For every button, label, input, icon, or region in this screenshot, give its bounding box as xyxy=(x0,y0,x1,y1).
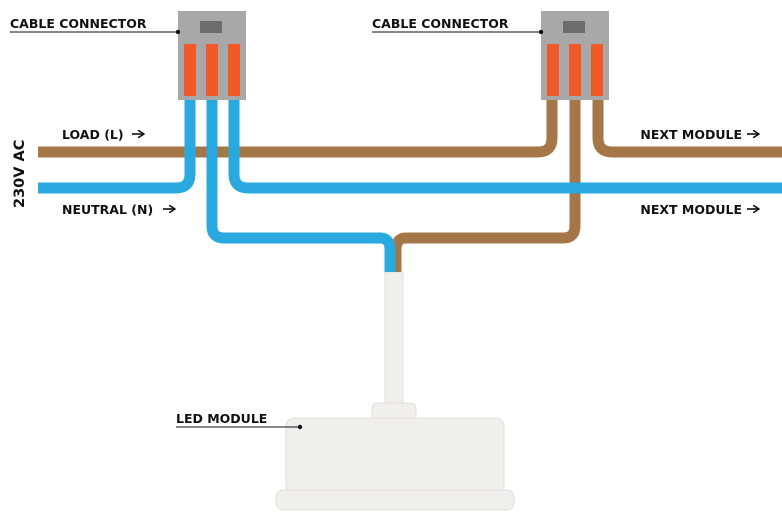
callout-dot xyxy=(297,424,303,430)
connector-lever xyxy=(591,44,603,96)
cable-connector-left xyxy=(178,11,246,100)
label-next-module-top: NEXT MODULE xyxy=(640,127,742,142)
led-module-body xyxy=(285,417,505,495)
connector-lever xyxy=(547,44,559,96)
live-drop-wire xyxy=(390,96,581,272)
label-next-module-bottom: NEXT MODULE xyxy=(640,202,742,217)
label-connector-right: CABLE CONNECTOR xyxy=(372,16,509,31)
load-wire xyxy=(38,96,558,158)
callout-dot xyxy=(538,29,544,35)
label-led-module: LED MODULE xyxy=(176,411,267,426)
connector-lever xyxy=(206,44,218,96)
label-load: LOAD (L) xyxy=(62,127,124,142)
callout-dot xyxy=(175,29,181,35)
neutral-wire xyxy=(38,96,196,194)
led-module-base xyxy=(275,489,515,511)
label-neutral: NEUTRAL (N) xyxy=(62,202,153,217)
callouts xyxy=(10,29,544,430)
led-module xyxy=(275,271,515,511)
neutral-next-module-wire xyxy=(228,96,782,194)
label-connector-left: CABLE CONNECTOR xyxy=(10,16,147,31)
direction-arrows xyxy=(132,134,759,209)
neutral-wires xyxy=(38,96,782,272)
live-next-module-wire xyxy=(592,96,782,158)
connector-lever xyxy=(569,44,581,96)
connector-window xyxy=(563,21,585,33)
connector-window xyxy=(200,21,222,33)
neutral-drop-wire xyxy=(206,96,396,272)
live-wires xyxy=(38,96,782,272)
connector-lever xyxy=(184,44,196,96)
led-module-cable xyxy=(384,271,404,408)
label-supply-voltage: 230V AC xyxy=(12,140,28,208)
connector-lever xyxy=(228,44,240,96)
cable-connector-right xyxy=(541,11,609,100)
